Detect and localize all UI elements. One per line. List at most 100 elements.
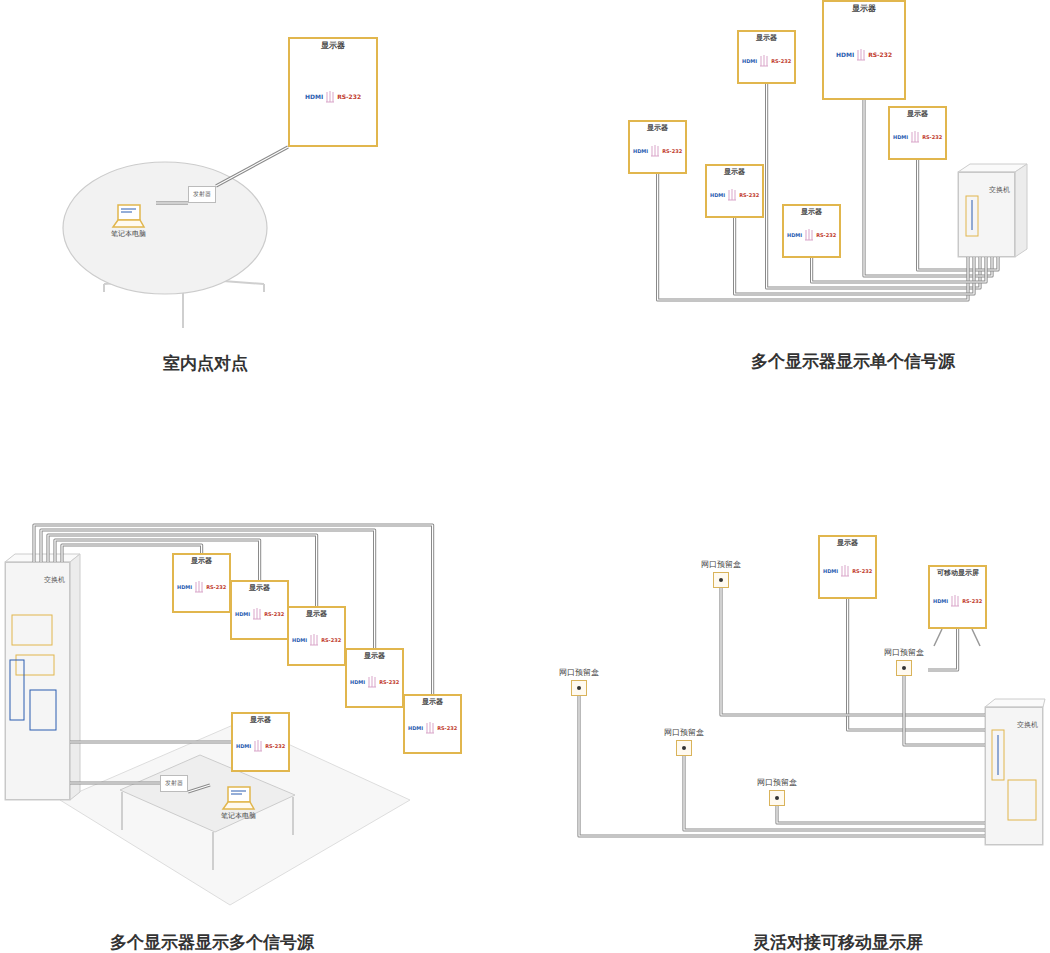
label-text: 显示器: [422, 698, 443, 706]
label-text: 显示器: [306, 610, 327, 618]
screen-content: HDMI RS-232: [787, 228, 836, 242]
display-monitor: 显示器HDMIRS-232: [888, 106, 947, 160]
screen-content: HDMI RS-232: [177, 580, 226, 594]
label-text: HDMI: [836, 51, 854, 58]
label-text: 交换机: [990, 720, 1038, 730]
network-cabinet: 交换机: [958, 172, 1015, 257]
screen-content: HDMIRS-232: [893, 130, 942, 144]
cable-connector: [70, 742, 231, 743]
label-text: 显示器: [647, 124, 668, 132]
label-text: HDMI: [933, 598, 948, 604]
display-monitor: 显示器 HDMIRS-232: [288, 37, 378, 147]
screen-content: HDMIRS-232: [408, 721, 457, 735]
label-text: 显示器: [852, 4, 876, 14]
laptop: 笔记本电脑: [210, 785, 266, 821]
network-cabinet: 交换机: [5, 562, 70, 800]
transmitter-box: 发射器: [188, 186, 216, 203]
cabinet: [5, 554, 80, 800]
display-monitor: 显示器 HDMIRS-232: [403, 694, 462, 754]
network-port-box: 网口预留盒: [660, 728, 708, 756]
label-text: HDMI: [235, 611, 250, 617]
label-text: 网口预留盒: [701, 560, 741, 570]
display-monitor: 显示器 HDMI RS-232: [172, 553, 231, 613]
port-socket: [896, 660, 912, 676]
network-cabinet: 交换机: [985, 707, 1043, 845]
screen-content: HDMIRS-232: [236, 739, 285, 753]
label-text: 显示器: [250, 716, 271, 724]
label-text: RS-232: [206, 584, 226, 590]
label-text: 笔记本电脑: [111, 229, 146, 239]
screen-content: HDMIRS-232: [292, 633, 341, 647]
network-port-box: 网口预留盒: [880, 648, 928, 676]
panel-caption: 灵活对接可移动显示屏: [753, 931, 923, 953]
label-text: 显示器: [837, 539, 858, 547]
port-socket: [571, 680, 587, 696]
display-monitor: 显示器 HDMIRS-232: [737, 30, 796, 84]
laptop-icon: [110, 203, 146, 229]
label-text: 可移动显示屏: [937, 569, 979, 577]
panel-caption: 室内点对点: [163, 352, 248, 375]
label-text: HDMI: [292, 637, 307, 643]
cable-connector: [864, 100, 992, 276]
round-table: [63, 162, 267, 328]
label-text: HDMI: [305, 93, 323, 100]
label-text: 显示器: [321, 41, 345, 51]
label-text: HDMI: [710, 192, 725, 198]
screen-icon: [759, 54, 769, 68]
screen-icon: [650, 144, 660, 158]
label-text: HDMI: [823, 568, 838, 574]
screen-icon: [309, 633, 319, 647]
port-socket: [769, 790, 785, 806]
display-monitor: 显示器 HDMIRS-232: [287, 606, 346, 666]
label-text: HDMI: [787, 232, 802, 238]
cable-connector: [216, 147, 288, 186]
screen-content: HDMIRS-232: [235, 607, 284, 621]
cabinet: [985, 699, 1045, 845]
screen-icon: [425, 721, 435, 735]
label-text: RS-232: [739, 192, 759, 198]
laptop: 笔记本电脑: [100, 203, 156, 239]
laptop-icon: [220, 785, 256, 811]
cable-connector: [70, 783, 160, 784]
label-text: RS-232: [816, 232, 836, 238]
label-text: 交换机: [963, 185, 1010, 195]
screen-content: HDMIRS-232: [633, 144, 682, 158]
label-text: RS-232: [265, 743, 285, 749]
screen-content: HDMI RS-232: [823, 564, 872, 578]
label-text: 网口预留盒: [664, 728, 704, 738]
network-port-box: 网口预留盒: [753, 778, 801, 806]
cable-connector: [684, 756, 985, 830]
display-monitor: 显示器 HDMI RS-232: [705, 164, 764, 218]
display-monitor: 显示器 HDMIRS-232: [231, 712, 290, 772]
screen-icon: [194, 580, 204, 594]
cable-connector: [928, 629, 958, 670]
label-text: 显示器: [191, 557, 212, 565]
label-text: 网口预留盒: [757, 778, 797, 788]
label-text: RS-232: [852, 568, 872, 574]
cable-connector: [767, 84, 980, 288]
label-text: 网口预留盒: [884, 648, 924, 658]
panel-caption: 多个显示器显示多个信号源: [110, 931, 314, 953]
display-monitor: 显示器HDMIRS-232: [782, 204, 841, 258]
label-text: 发射器: [193, 190, 211, 199]
screen-icon: [804, 228, 814, 242]
label-text: 网口预留盒: [559, 668, 599, 678]
screen-content: HDMIRS-232: [305, 90, 361, 104]
label-text: 显示器: [249, 584, 270, 592]
cable-connector: [156, 203, 188, 204]
label-text: HDMI: [177, 584, 192, 590]
label-text: 显示器: [724, 168, 745, 176]
display-monitor: 显示器HDMIRS-232: [822, 0, 906, 100]
cable-connector: [812, 257, 986, 282]
screen-icon: [856, 48, 866, 62]
screen-content: HDMIRS-232: [742, 54, 791, 68]
screen-content: HDMI RS-232: [710, 188, 759, 202]
label-text: RS-232: [437, 725, 457, 731]
label-text: 显示器: [756, 34, 777, 42]
panel-caption: 多个显示器显示单个信号源: [751, 350, 955, 373]
label-text: 发射器: [165, 779, 183, 788]
label-text: HDMI: [893, 134, 908, 140]
label-text: 笔记本电脑: [221, 811, 256, 821]
screen-icon: [367, 675, 377, 689]
display-monitor: 可移动显示屏HDMIRS-232: [928, 565, 987, 629]
